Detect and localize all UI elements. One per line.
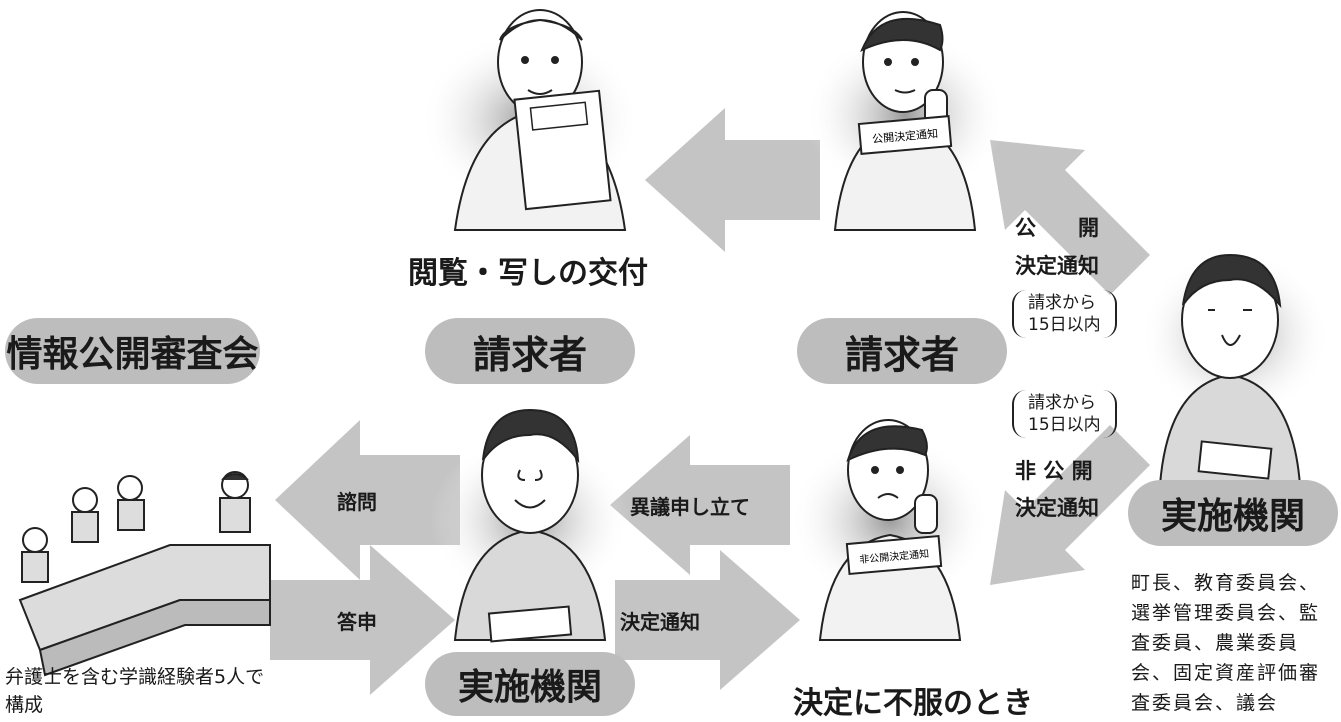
pill-shinsakai: 情報公開審査会 [5,318,260,384]
label-toshin: 答申 [337,610,377,634]
arrow-toshin [270,545,455,695]
person-official-right [1158,253,1302,486]
koukai-line2: 決定通知 [1015,254,1099,278]
kikan-line-3: 査委員、農業委員 [1131,632,1300,654]
pill-seikyusha-left: 請求者 [425,318,635,384]
koukai-paren-line1: 請求から [1028,293,1096,313]
hikoukai-paren-line2: 15日以内 [1028,415,1101,435]
kikan-line-2: 選挙管理委員会、監 [1131,602,1321,624]
hikoukai-period-note: 請求から 15日以内 [1012,390,1117,438]
pill-jisshi-right: 実施機関 [1128,480,1338,546]
pill-jisshi-bottom: 実施機関 [425,652,635,716]
hikoukai-line1: 非 公 開 [1015,459,1093,483]
koukai-paren-line2: 15日以内 [1028,315,1101,335]
document-icon [513,89,612,211]
kikan-list: 町長、教育委員会、 選挙管理委員会、監 査委員、農業委員 会、固定資産評価審 査… [1131,568,1341,718]
arrow-hikoukai [990,425,1150,585]
label-igi: 異議申し立て [630,495,750,519]
label-bengoshi: 弁護士を含む学識経験者5人で構成 [5,666,265,716]
label-shimon: 諮問 [337,490,377,514]
hikoukai-paren-line1: 請求から [1028,393,1096,413]
arrow-igi [610,435,790,575]
kikan-line-5: 査委員会、議会 [1131,692,1279,714]
arrow-to-kanran [645,108,820,252]
arrow-shimon [275,420,460,580]
koukai-period-note: 請求から 15日以内 [1012,290,1117,338]
hikoukai-line2: 決定通知 [1015,496,1099,520]
notice-paper-hikoukai [845,534,943,576]
arrow-koukai [990,140,1150,295]
koukai-line1: 公 開 [1015,216,1099,240]
kikan-line-4: 会、固定資産評価審 [1131,662,1321,684]
committee-meeting-illustration [18,471,271,677]
person-official-bottom [453,408,607,643]
label-kettei: 決定通知 [620,610,700,634]
notice-paper-koukai [857,115,953,155]
arrow-kettei [615,550,800,690]
pill-seikyusha-right: 請求者 [797,318,1007,384]
kikan-line-1: 町長、教育委員会、 [1131,572,1321,594]
label-kanran: 閲覧・写しの交付 [408,256,648,291]
label-fufuku: 決定に不服のとき [793,686,1033,721]
notice-text-koukai: 公開決定通知 [872,126,939,146]
